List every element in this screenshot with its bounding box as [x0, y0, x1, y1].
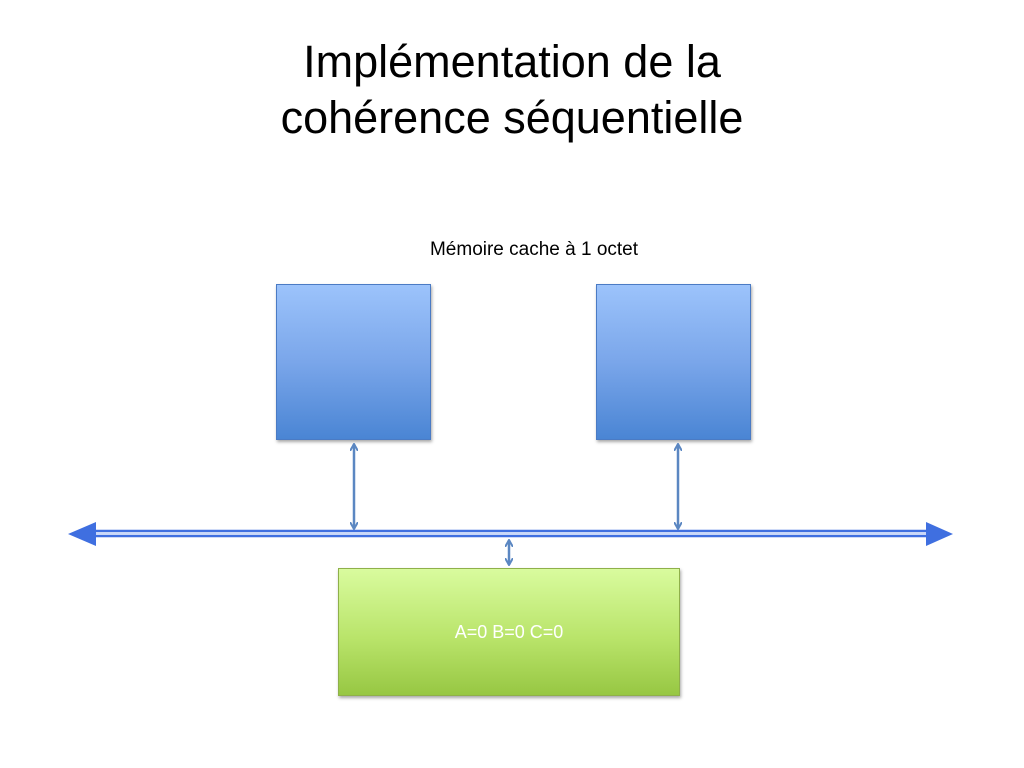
slide-title-line-2: cohérence séquentielle	[280, 92, 744, 143]
bus-arrowhead-left	[68, 522, 96, 546]
bus-arrowhead-right	[926, 522, 953, 546]
system-bus	[68, 522, 953, 546]
cache-box-right	[596, 284, 751, 440]
memory-values: A=0 B=0 C=0	[454, 622, 564, 642]
cache-box-left	[276, 284, 431, 440]
cache-label: Mémoire cache à 1 octet	[429, 239, 639, 260]
memory-box: A=0 B=0 C=0	[338, 568, 680, 696]
slide-title: Implémentation de la cohérence séquentie…	[0, 34, 1024, 146]
slide-title-line-1: Implémentation de la	[303, 36, 721, 87]
